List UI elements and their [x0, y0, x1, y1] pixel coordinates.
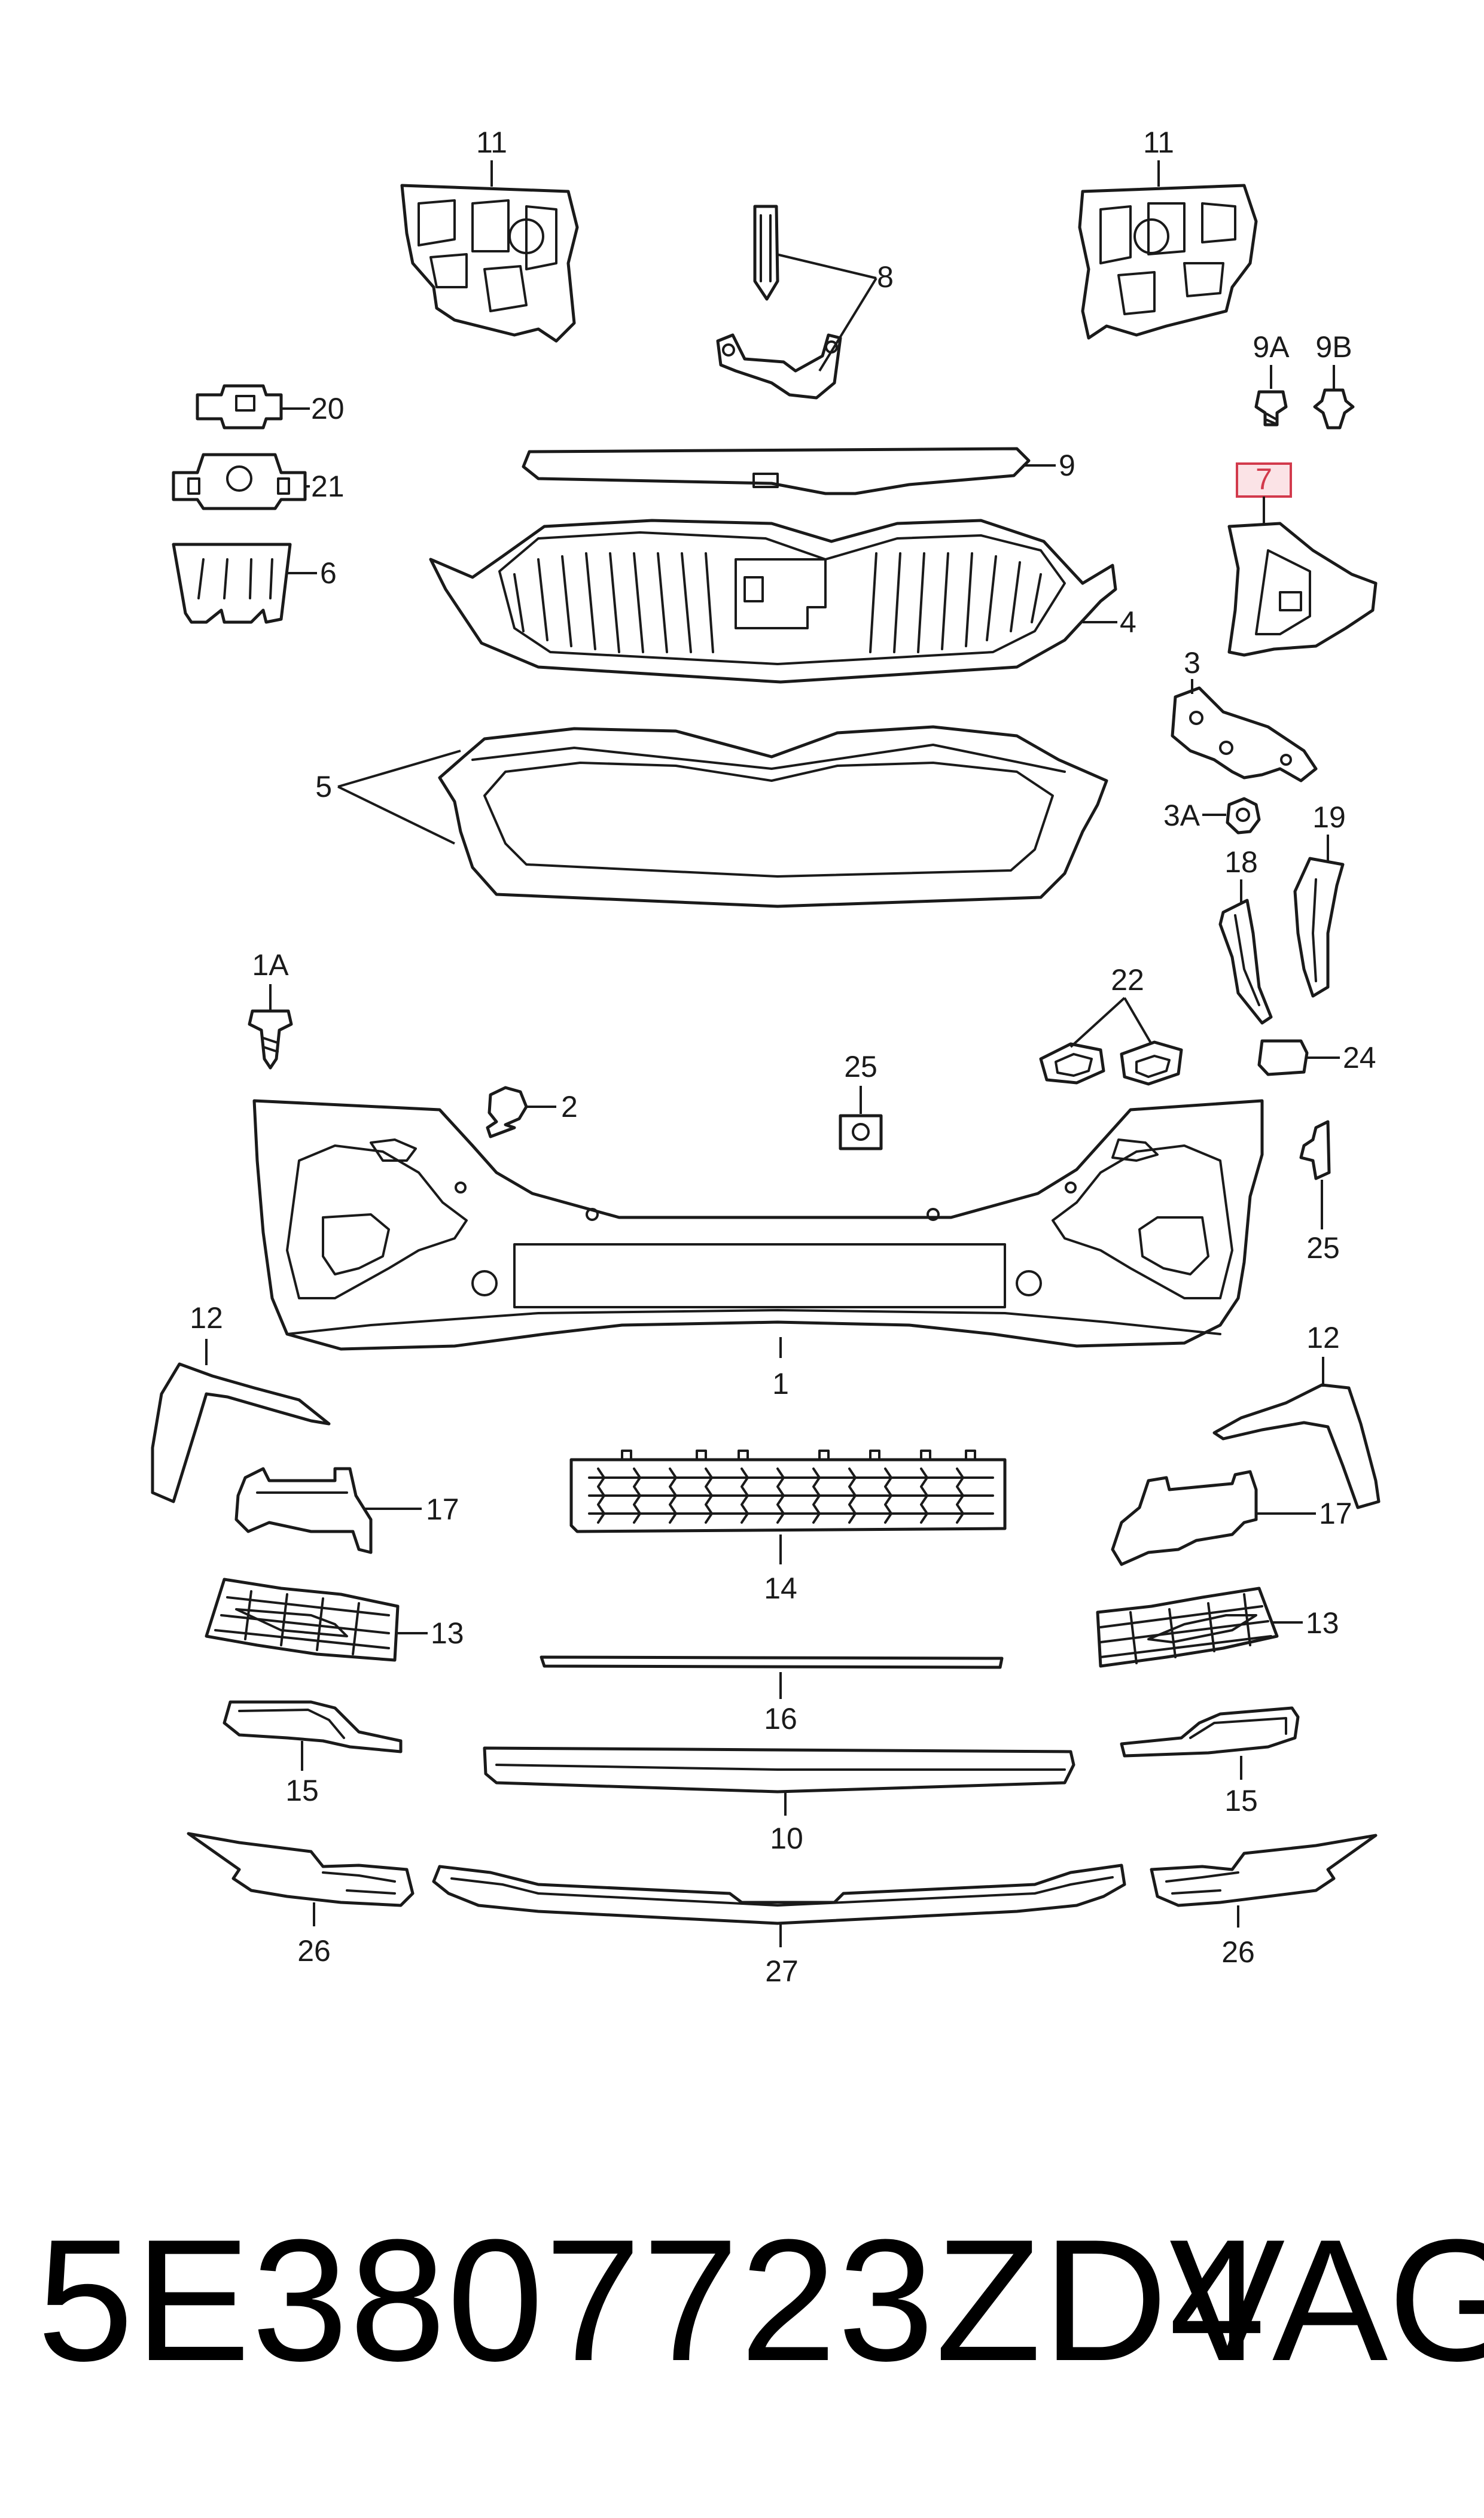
part-19-trim — [1293, 857, 1345, 998]
label-25-top: 25 — [844, 1050, 877, 1083]
label-5: 5 — [315, 770, 332, 803]
part-9b-clip — [1313, 388, 1355, 430]
part-27-spoiler — [432, 1864, 1126, 1925]
label-4: 4 — [1120, 605, 1136, 639]
part-22-washers — [1039, 1040, 1183, 1086]
part-3-bracket — [1171, 686, 1318, 783]
part-17-right-bracket — [1111, 1470, 1258, 1566]
part-21-bracket — [172, 453, 307, 510]
label-25-side: 25 — [1306, 1231, 1340, 1265]
label-22: 22 — [1111, 963, 1144, 997]
part-17-left-bracket — [234, 1467, 373, 1554]
part-7-bracket — [1227, 522, 1378, 657]
part-26-left-corner — [187, 1832, 415, 1907]
label-26-right: 26 — [1221, 1935, 1255, 1969]
part-16-trim-strip — [540, 1655, 1004, 1669]
part-20-bracket — [196, 384, 283, 430]
part-1-bumper-cover — [252, 1099, 1264, 1351]
label-11-left: 11 — [476, 126, 507, 159]
part-5-grille-frame — [438, 725, 1108, 908]
label-13-right: 13 — [1306, 1606, 1339, 1640]
part-13-right-insert — [1096, 1587, 1279, 1668]
part-13-left-insert — [205, 1578, 400, 1662]
label-11-right: 11 — [1143, 126, 1174, 159]
label-10: 10 — [770, 1822, 803, 1855]
label-3: 3 — [1184, 646, 1200, 680]
label-26-left: 26 — [297, 1934, 331, 1968]
part-25-sensor-holder-top — [839, 1114, 883, 1150]
label-9b: 9B — [1315, 330, 1352, 364]
part-number: 5E3807723ZD4 — [37, 2203, 1267, 2397]
label-9a: 9A — [1253, 330, 1290, 364]
label-15-right: 15 — [1224, 1784, 1258, 1817]
part-15-right-trim — [1120, 1706, 1300, 1758]
part-26-right-corner — [1150, 1834, 1378, 1907]
part-15-left-trim — [223, 1700, 403, 1753]
label-20: 20 — [311, 392, 345, 425]
label-1a: 1A — [252, 948, 289, 982]
label-17-right: 17 — [1319, 1497, 1352, 1530]
label-12-right: 12 — [1306, 1321, 1340, 1354]
highlight-box-7: 7 — [1236, 462, 1292, 498]
part-18-trim — [1218, 899, 1273, 1025]
part-4-radiator-grille — [429, 519, 1117, 684]
label-14: 14 — [764, 1572, 797, 1605]
part-25-sensor-holder-side — [1299, 1120, 1331, 1180]
label-24: 24 — [1343, 1041, 1376, 1074]
part-24-cap — [1257, 1039, 1309, 1076]
part-11-right-bracket — [1078, 184, 1258, 340]
part-6-cover — [172, 543, 292, 624]
label-2: 2 — [561, 1090, 578, 1123]
label-3a: 3A — [1163, 799, 1200, 832]
label-17-left: 17 — [426, 1493, 459, 1526]
label-27: 27 — [765, 1954, 799, 1988]
label-13-left: 13 — [431, 1616, 464, 1650]
part-11-left-bracket — [400, 184, 579, 343]
part-9a-screw — [1254, 390, 1288, 427]
part-3a-nut — [1226, 797, 1261, 835]
label-19: 19 — [1312, 800, 1346, 834]
label-8: 8 — [877, 260, 894, 294]
brand-name: VAG — [1169, 2203, 1484, 2397]
part-12-right-trim — [1212, 1383, 1381, 1509]
label-18: 18 — [1224, 845, 1258, 879]
part-2-clip — [486, 1086, 528, 1138]
part-9-trim-strip — [522, 447, 1031, 495]
label-12-left: 12 — [190, 1301, 223, 1335]
part-12-left-trim — [151, 1362, 331, 1503]
part-14-lower-grille — [569, 1450, 1007, 1533]
label-21: 21 — [311, 470, 345, 503]
label-6: 6 — [320, 556, 337, 590]
label-16: 16 — [764, 1702, 797, 1735]
part-8-holder — [716, 205, 842, 400]
part-1a-screw — [248, 1009, 293, 1070]
part-10-lower-strip — [483, 1746, 1075, 1794]
label-1: 1 — [772, 1367, 789, 1400]
label-7: 7 — [1256, 462, 1272, 496]
label-9: 9 — [1059, 449, 1075, 482]
label-15-left: 15 — [285, 1774, 319, 1807]
